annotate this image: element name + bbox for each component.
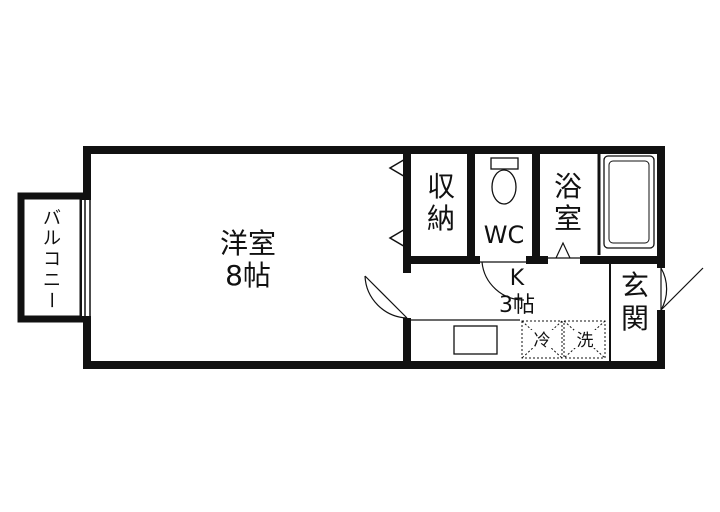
balcony-char-4: ニ: [43, 270, 61, 291]
kitchen-size: 3帖: [499, 293, 535, 318]
wc-door: [480, 261, 526, 301]
closet-doors: [388, 157, 408, 249]
balcony-char-1: バ: [43, 208, 61, 229]
fridge-label: 冷: [534, 331, 551, 351]
interior-walls: [403, 150, 665, 365]
entrance-label-2: 関: [621, 302, 649, 335]
kitchen-counter: [411, 319, 520, 355]
toilet-fixture: [490, 157, 519, 205]
fridge-space: 冷: [521, 320, 563, 359]
balcony-char-3: コ: [43, 249, 61, 270]
washer-label: 洗: [577, 331, 594, 351]
balcony-window: [82, 200, 92, 316]
bath-door: [548, 241, 580, 259]
bath-label-1: 浴: [554, 170, 582, 203]
entrance-door: [656, 267, 704, 311]
entrance-label-1: 玄: [621, 269, 649, 302]
western-room-size: 8帖: [225, 259, 271, 292]
western-room-name: 洋室: [220, 227, 276, 260]
balcony-char-2: ル: [43, 228, 61, 249]
kitchen-label: K: [510, 266, 525, 291]
kitchen-door: [364, 274, 412, 319]
toilet-label: WC: [484, 221, 525, 249]
bathtub: [603, 155, 655, 249]
storage-label-2: 納: [427, 202, 455, 235]
balcony-char-5: ー: [40, 291, 61, 309]
washer-space: 洗: [563, 320, 606, 359]
storage-label-1: 収: [427, 170, 455, 203]
bath-label-2: 室: [554, 202, 582, 235]
